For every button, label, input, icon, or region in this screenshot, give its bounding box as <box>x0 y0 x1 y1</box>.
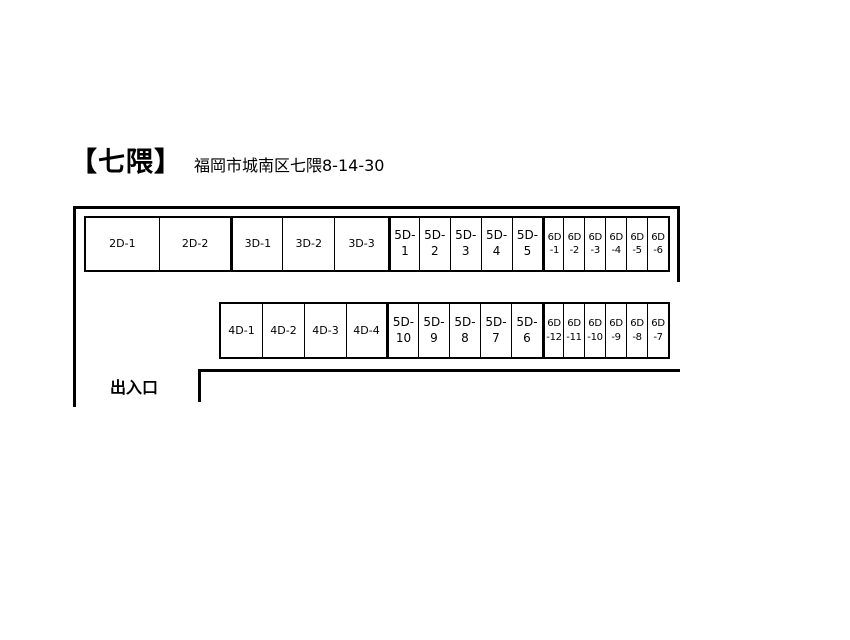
space-label-sub: 8 <box>461 330 469 345</box>
parking-space: 5D-5 <box>513 218 544 270</box>
parking-space: 6D-12 <box>543 304 564 357</box>
space-label-sub: 3 <box>461 244 470 258</box>
parking-space: 6D-5 <box>627 218 649 270</box>
space-label: 6D <box>567 231 582 243</box>
parking-space: 5D-4 <box>482 218 513 270</box>
space-label: 5D- <box>394 228 416 243</box>
space-label: 6D <box>588 231 602 243</box>
parking-space: 5D-1 <box>388 218 420 270</box>
parking-space: 3D-3 <box>335 218 389 270</box>
parking-space: 2D-1 <box>86 218 160 270</box>
space-label: 4D-2 <box>270 323 297 337</box>
space-label-sub: -10 <box>587 331 603 343</box>
space-label: 6D <box>609 231 623 243</box>
space-label-sub: -3 <box>590 245 601 256</box>
parking-space: 6D-3 <box>585 218 607 270</box>
parking-space: 6D-8 <box>627 304 648 357</box>
parking-space: 6D-9 <box>606 304 627 357</box>
parking-space: 6D-11 <box>564 304 585 357</box>
space-label: 6D <box>547 231 562 243</box>
parking-row-bottom: 4D-1 4D-2 4D-3 4D-4 5D-10 5D-9 5D-8 5D-7… <box>219 302 670 359</box>
space-label-sub: -1 <box>549 245 560 256</box>
space-label-sub: -7 <box>653 331 663 343</box>
space-label-sub: -9 <box>611 331 621 343</box>
space-label-sub: 1 <box>401 244 409 258</box>
space-label-sub: -5 <box>632 245 642 256</box>
parking-space: 6D-10 <box>585 304 606 357</box>
parking-space: 5D-10 <box>387 304 419 357</box>
entrance-label: 出入口 <box>110 378 159 397</box>
space-label-sub: 7 <box>492 330 500 345</box>
page-title: 【七隈】 福岡市城南区七隈8-14-30 <box>70 140 384 179</box>
parking-space: 3D-2 <box>283 218 336 270</box>
space-label-sub: -4 <box>611 245 621 256</box>
parking-space: 5D-6 <box>512 304 543 357</box>
space-label: 5D- <box>454 314 476 329</box>
parking-space: 6D-4 <box>606 218 628 270</box>
space-label: 4D-4 <box>353 323 380 337</box>
parking-space: 4D-3 <box>305 304 347 357</box>
boundary-bottom <box>198 369 680 372</box>
space-label-sub: 4 <box>492 244 501 258</box>
space-label: 5D- <box>516 228 539 243</box>
space-label: 3D-1 <box>244 237 272 251</box>
space-label-sub: 6 <box>523 330 531 345</box>
parking-space: 2D-2 <box>160 218 232 270</box>
space-label: 5D- <box>516 314 538 329</box>
parking-space: 4D-4 <box>347 304 387 357</box>
space-label-sub: 5 <box>523 244 532 258</box>
space-label-sub: -12 <box>546 331 562 343</box>
space-label: 5D- <box>485 314 507 329</box>
parking-space: 6D-1 <box>543 218 565 270</box>
space-label: 6D <box>651 318 665 329</box>
space-label-sub: 2 <box>430 244 439 258</box>
space-label-sub: -2 <box>569 245 580 256</box>
boundary-right <box>677 206 680 282</box>
space-label-sub: 9 <box>430 330 438 345</box>
boundary-left <box>73 206 76 407</box>
space-label: 5D- <box>485 228 508 243</box>
space-label: 5D- <box>455 228 477 243</box>
space-label: 3D-2 <box>295 237 322 251</box>
space-label: 6D <box>630 318 644 329</box>
parking-row-top: 2D-1 2D-2 3D-1 3D-2 3D-3 5D-1 5D-2 5D-3 … <box>84 216 670 272</box>
parking-space: 6D-2 <box>564 218 586 270</box>
space-label: 4D-1 <box>228 323 255 337</box>
boundary-entrance-post <box>198 369 201 402</box>
space-label: 5D- <box>392 314 415 329</box>
parking-space: 4D-2 <box>263 304 305 357</box>
space-label: 6D <box>609 318 623 329</box>
parking-space: 4D-1 <box>221 304 263 357</box>
boundary-top <box>73 206 680 209</box>
space-label: 5D- <box>424 228 446 243</box>
space-label: 6D <box>588 318 602 329</box>
space-label-sub: -11 <box>566 331 582 343</box>
location-address: 福岡市城南区七隈8-14-30 <box>194 156 385 175</box>
space-label: 2D-1 <box>109 237 136 251</box>
space-label: 3D-3 <box>348 237 375 251</box>
space-label: 6D <box>567 318 581 329</box>
parking-space: 5D-7 <box>481 304 512 357</box>
parking-space: 6D-7 <box>648 304 668 357</box>
space-label: 6D <box>547 318 561 329</box>
location-name: 【七隈】 <box>70 147 182 178</box>
space-label-sub: 10 <box>395 330 412 345</box>
parking-space: 6D-6 <box>648 218 668 270</box>
parking-space: 5D-2 <box>420 218 451 270</box>
space-label-sub: -6 <box>653 245 663 256</box>
space-label: 6D <box>651 231 665 243</box>
space-label: 2D-2 <box>181 237 209 251</box>
space-label-sub: -8 <box>632 331 642 343</box>
parking-space: 3D-1 <box>231 218 284 270</box>
parking-space: 5D-3 <box>451 218 482 270</box>
parking-space: 5D-8 <box>450 304 481 357</box>
parking-space: 5D-9 <box>419 304 450 357</box>
space-label: 4D-3 <box>312 323 339 337</box>
space-label: 5D- <box>423 314 445 329</box>
space-label: 6D <box>630 231 644 243</box>
